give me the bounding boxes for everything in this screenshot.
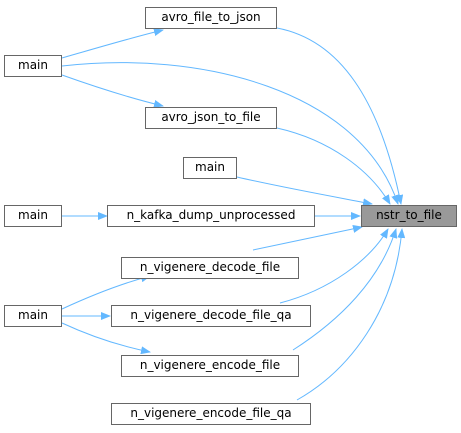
node-n-vigenere-encode-file[interactable]: n_vigenere_encode_file <box>121 355 299 377</box>
node-avro-file-to-json[interactable]: avro_file_to_json <box>145 7 277 29</box>
node-n-vigenere-decode-file[interactable]: n_vigenere_decode_file <box>121 257 299 279</box>
node-main-4[interactable]: main <box>4 305 62 327</box>
node-nstr-to-file: nstr_to_file <box>361 205 457 227</box>
edge-avro-file-to-json-to-nstr <box>276 27 404 205</box>
edge-decode-file-to-nstr <box>252 225 363 251</box>
node-n-vigenere-decode-file-qa[interactable]: n_vigenere_decode_file_qa <box>111 305 311 327</box>
node-main-2[interactable]: main <box>183 157 237 179</box>
edge-main1-to-avro-json-to-file <box>61 74 164 108</box>
edge-encode-file-to-nstr <box>292 228 398 351</box>
node-main-3[interactable]: main <box>4 205 62 227</box>
edge-main4-to-encode-file <box>61 322 151 355</box>
edge-encode-file-qa-to-nstr <box>296 228 406 401</box>
node-n-vigenere-encode-file-qa[interactable]: n_vigenere_encode_file_qa <box>111 403 311 425</box>
edge-main1-to-avro-file-to-json <box>61 28 164 59</box>
node-main-1[interactable]: main <box>4 55 62 77</box>
node-n-kafka-dump-unprocessed[interactable]: n_kafka_dump_unprocessed <box>107 205 315 227</box>
edge-main1-to-nstr <box>61 62 399 205</box>
edge-avro-json-to-file-to-nstr <box>276 127 391 205</box>
edge-main2-to-nstr <box>236 176 373 207</box>
edge-decode-file-qa-to-nstr <box>279 228 389 304</box>
node-avro-json-to-file[interactable]: avro_json_to_file <box>145 107 277 129</box>
